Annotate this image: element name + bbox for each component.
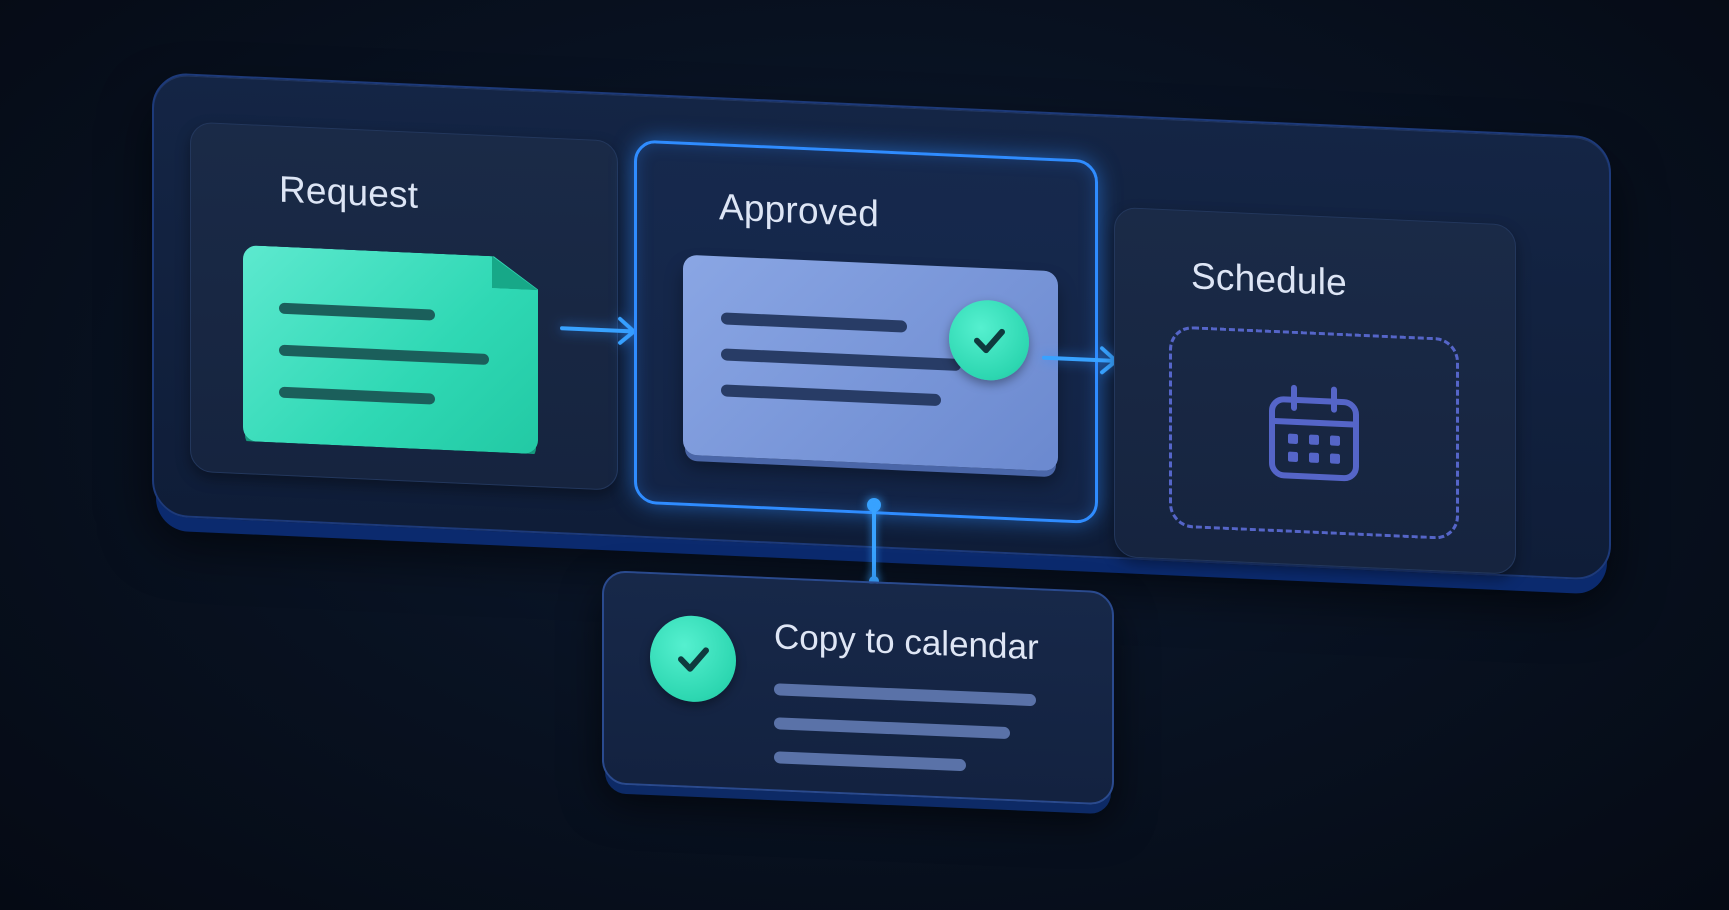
stage-title-schedule: Schedule: [1191, 255, 1347, 304]
action-title: Copy to calendar: [774, 617, 1039, 668]
stage-title-approved: Approved: [719, 186, 879, 235]
document-line: [279, 387, 435, 405]
document-line: [721, 312, 907, 333]
stage-request[interactable]: Request: [190, 121, 618, 491]
action-copy-to-calendar[interactable]: Copy to calendar: [602, 570, 1114, 806]
check-circle-icon: [949, 298, 1029, 383]
stage-schedule[interactable]: Schedule: [1114, 206, 1516, 575]
arrow-right-icon: [560, 316, 636, 345]
document-line: [721, 348, 961, 372]
document-line: [279, 345, 489, 365]
stage-title-request: Request: [279, 168, 419, 216]
document-line: [279, 303, 435, 321]
checkmark-icon: [678, 647, 709, 672]
connector-wire: [872, 508, 876, 580]
action-detail-line: [774, 717, 1010, 740]
connector-dot-top: [867, 498, 881, 512]
connector-line: [867, 498, 881, 588]
schedule-dropzone[interactable]: [1169, 325, 1459, 541]
document-icon: [243, 245, 538, 454]
document-line: [721, 384, 941, 407]
stage-approved[interactable]: Approved: [634, 139, 1098, 525]
document-fold: [492, 256, 538, 290]
calendar-icon: [1269, 384, 1359, 482]
check-circle-icon: [650, 614, 736, 704]
action-detail-line: [774, 683, 1036, 707]
approved-document: [683, 254, 1058, 472]
checkmark-icon: [974, 328, 1005, 354]
action-detail-line: [774, 751, 966, 772]
workflow-board: Request Approved: [152, 72, 1611, 581]
